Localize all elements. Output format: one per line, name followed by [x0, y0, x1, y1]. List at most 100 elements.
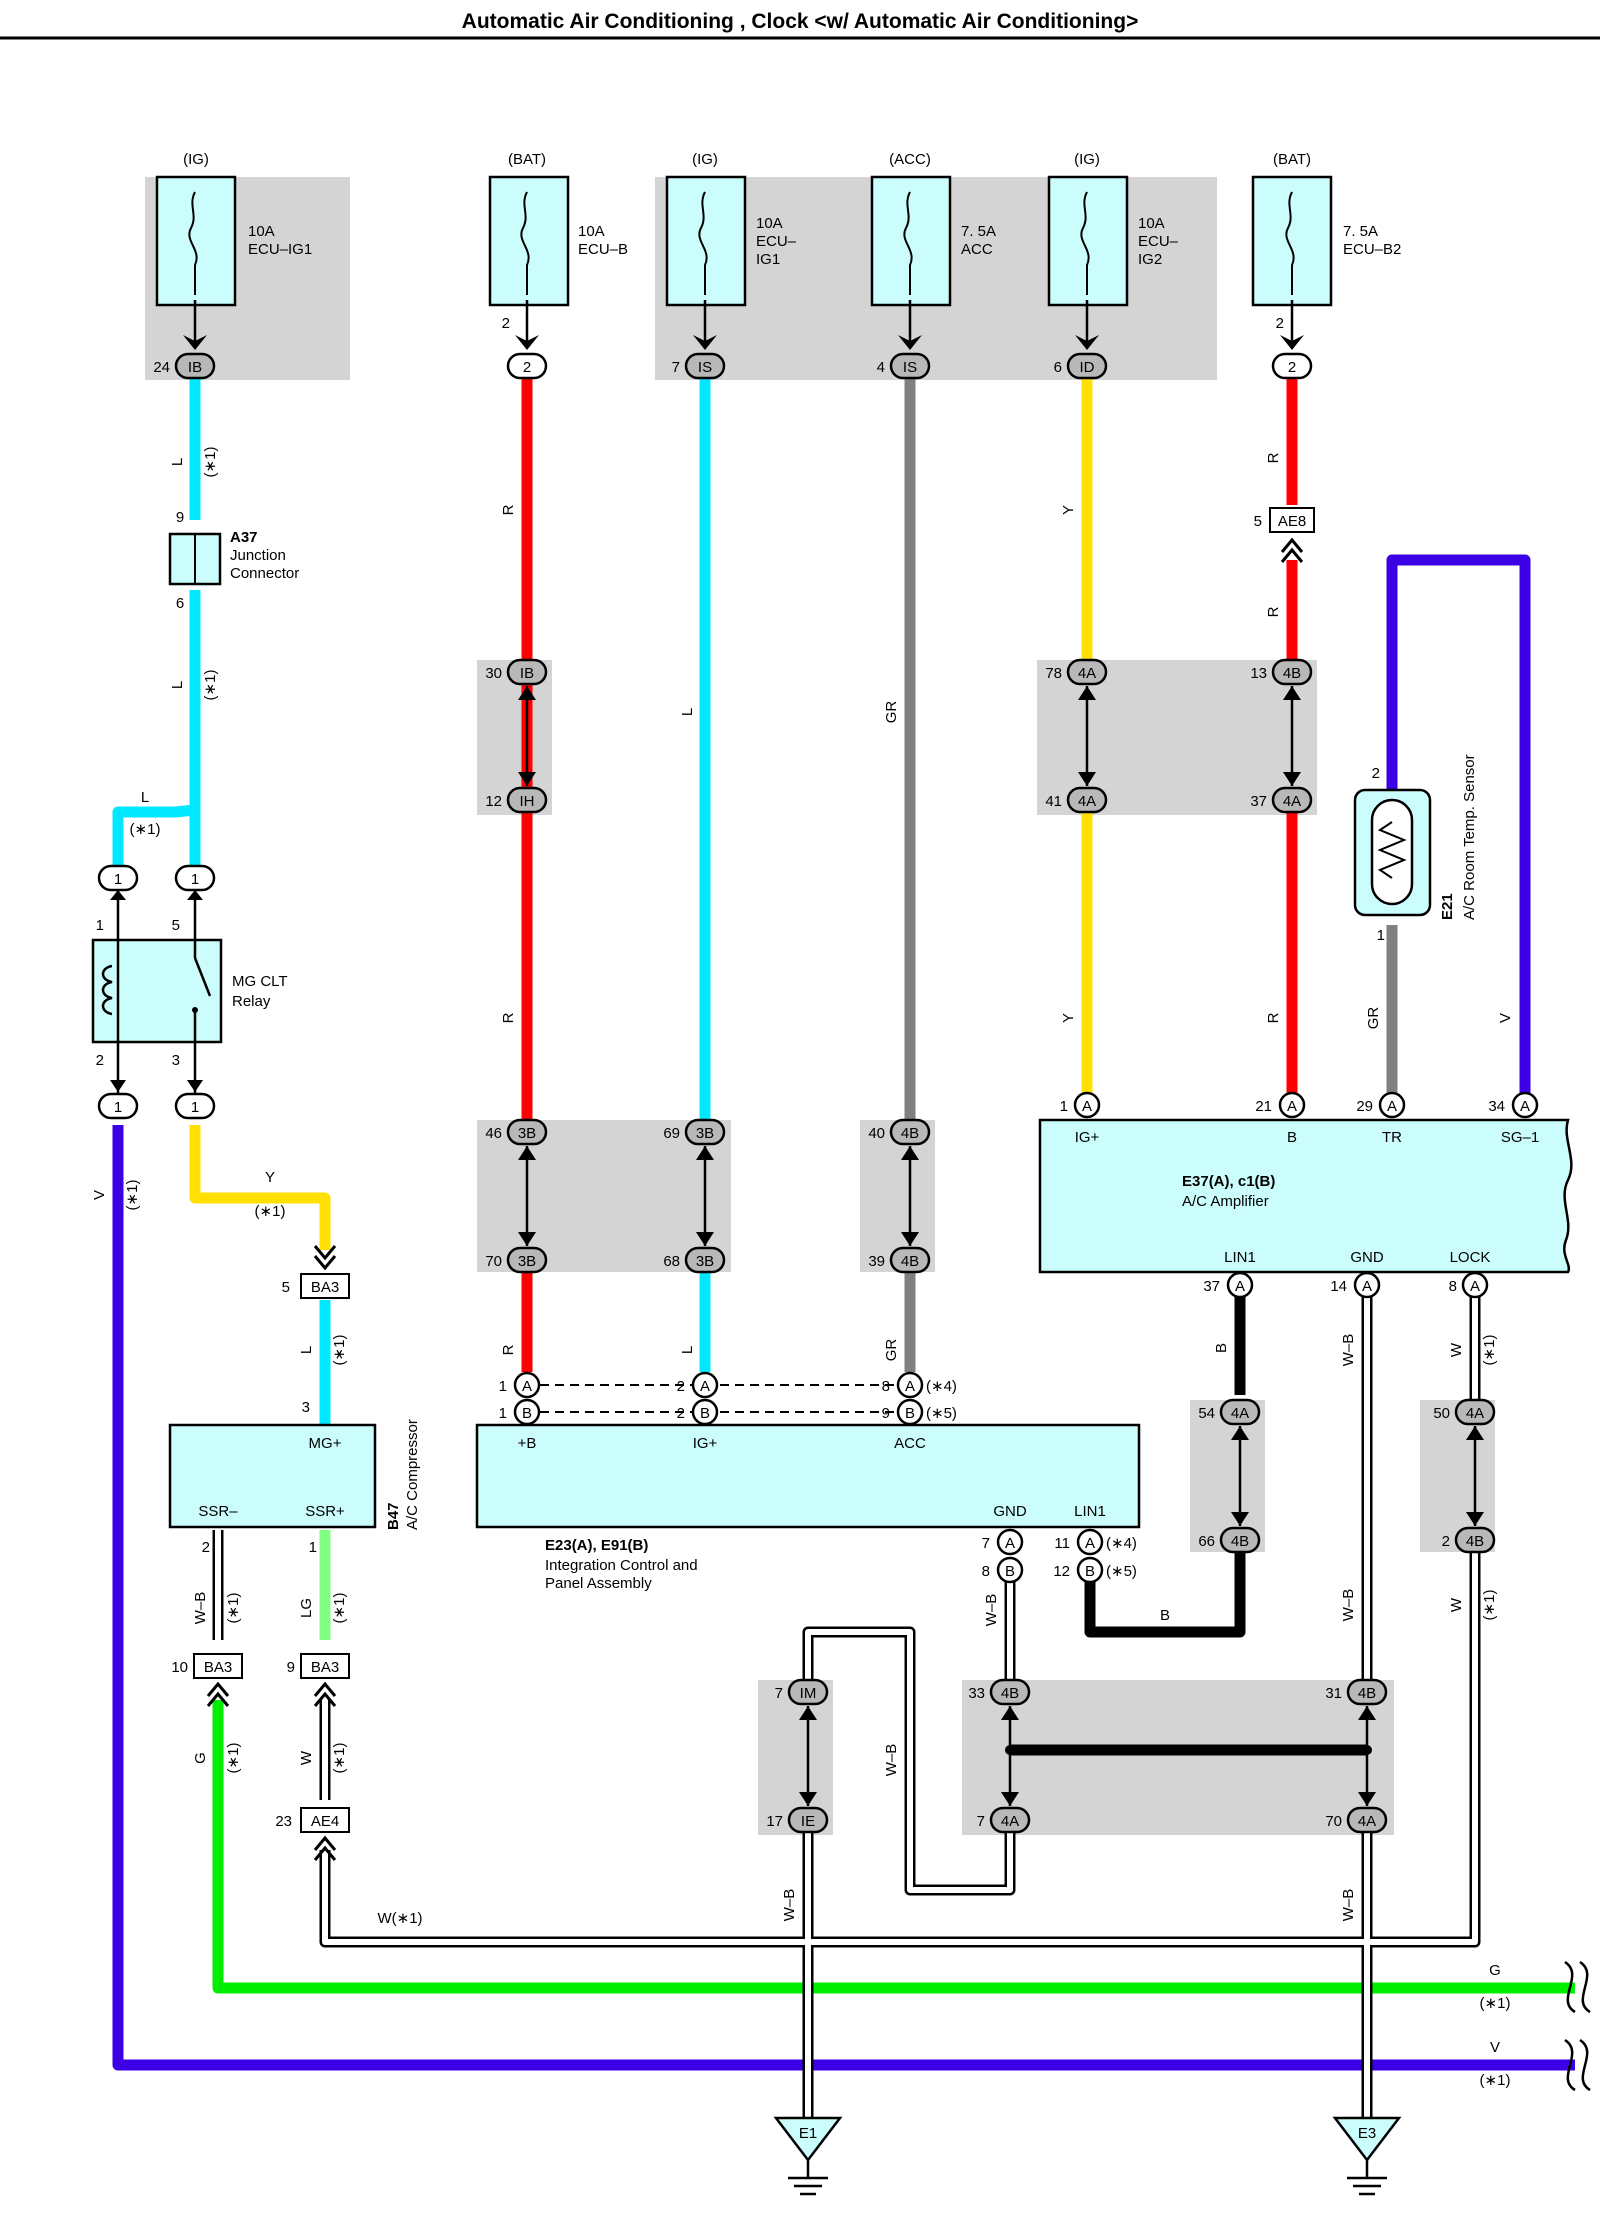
- svg-text:IH: IH: [520, 793, 535, 810]
- svg-text:A: A: [1520, 1098, 1530, 1115]
- svg-text:12: 12: [1053, 1563, 1070, 1580]
- junction-gnd-left: 4B 33 4A 7: [968, 1678, 1031, 1834]
- wl-g-1: G: [192, 1752, 209, 1764]
- wl-n1-12: (∗1): [1481, 1590, 1498, 1621]
- a37-junction-connector: 9 6 A37 Junction Connector: [168, 509, 299, 612]
- svg-text:(∗5): (∗5): [1106, 1563, 1137, 1580]
- junction-im-ie: IM 7 IE 17: [766, 1678, 829, 1834]
- junction-shade-3b: [477, 1120, 731, 1272]
- wl-n1-6: (∗1): [331, 1335, 348, 1366]
- wl-l-3: L: [169, 681, 186, 689]
- junction-shade-4b: [860, 1120, 935, 1272]
- svg-text:7: 7: [982, 1535, 990, 1552]
- svg-text:1: 1: [1377, 927, 1385, 944]
- svg-text:E3: E3: [1358, 2125, 1376, 2142]
- svg-text:17: 17: [766, 1813, 783, 1830]
- wl-r-1: R: [500, 504, 517, 515]
- svg-text:Connector: Connector: [230, 565, 299, 582]
- wl-g-2: G: [1489, 1962, 1501, 1979]
- fuse-name-6: ECU–B2: [1343, 241, 1401, 258]
- break-mark-g: [1564, 1960, 1576, 2014]
- svg-text:8: 8: [882, 1378, 890, 1395]
- svg-text:A: A: [1287, 1098, 1297, 1115]
- wl-wb-6: W–B: [781, 1889, 798, 1922]
- svg-text:1: 1: [96, 917, 104, 934]
- wl-wb-7: W–B: [1340, 1889, 1357, 1922]
- svg-text:1: 1: [499, 1378, 507, 1395]
- svg-text:4B: 4B: [1358, 1685, 1376, 1702]
- svg-text:2: 2: [1288, 359, 1296, 376]
- fuse-supply-1: (IG): [183, 151, 209, 168]
- svg-text:BA3: BA3: [311, 1279, 339, 1296]
- svg-text:IB: IB: [520, 665, 534, 682]
- wl-l-4: L: [141, 789, 149, 806]
- svg-text:39: 39: [868, 1253, 885, 1270]
- conn-ae8: AE8 5: [1254, 507, 1315, 563]
- svg-text:30: 30: [485, 665, 502, 682]
- svg-text:MG CLT: MG CLT: [232, 973, 288, 990]
- wl-wb-5: W–B: [883, 1744, 900, 1777]
- svg-text:A: A: [1470, 1278, 1480, 1295]
- junction-3b-ig: 3B 69 3B 68: [663, 1118, 726, 1274]
- wl-gr-1: GR: [883, 701, 900, 724]
- svg-text:2: 2: [523, 359, 531, 376]
- fuse-rating-2: 10A: [578, 223, 605, 240]
- pin-ecub-2: 2: [502, 315, 510, 332]
- fuse-rating-3: 10A: [756, 215, 783, 232]
- wl-gr-2: GR: [1365, 1007, 1382, 1030]
- fuse-ecu-ig1-b: [665, 175, 747, 307]
- svg-text:2: 2: [96, 1052, 104, 1069]
- svg-text:6: 6: [1054, 359, 1062, 376]
- svg-text:IM: IM: [800, 1685, 817, 1702]
- svg-text:4A: 4A: [1078, 665, 1096, 682]
- svg-text:66: 66: [1198, 1533, 1215, 1550]
- junction-ib-ih: IB 30 IH 12: [485, 658, 548, 814]
- svg-text:2: 2: [202, 1539, 210, 1556]
- svg-text:IS: IS: [698, 359, 712, 376]
- svg-text:B: B: [700, 1405, 710, 1422]
- fuse-supply-3: (IG): [692, 151, 718, 168]
- break-mark-v: [1564, 2038, 1576, 2092]
- svg-text:4A: 4A: [1231, 1405, 1249, 1422]
- wire-g-long: [212, 1700, 1575, 1994]
- svg-text:1: 1: [114, 871, 122, 888]
- svg-text:31: 31: [1325, 1685, 1342, 1702]
- svg-text:1: 1: [114, 1099, 122, 1116]
- fuse-supply-4: (ACC): [889, 151, 931, 168]
- svg-text:BA3: BA3: [204, 1659, 232, 1676]
- svg-text:4B: 4B: [901, 1253, 919, 1270]
- svg-text:4B: 4B: [901, 1125, 919, 1142]
- svg-text:A: A: [522, 1378, 532, 1395]
- fuse-ecu-ig1: [155, 175, 237, 307]
- wire-y-relay: [189, 1125, 331, 1250]
- wl-n1-14: (∗1): [1480, 2072, 1511, 2089]
- svg-text:29: 29: [1356, 1098, 1373, 1115]
- wl-l-2: L: [679, 708, 696, 716]
- svg-text:4B: 4B: [1231, 1533, 1249, 1550]
- dashed-links: [540, 1384, 898, 1413]
- svg-text:A: A: [1085, 1535, 1095, 1552]
- svg-text:9: 9: [882, 1405, 890, 1422]
- conn-ib-24: IB 24: [153, 352, 216, 380]
- wl-v-2: V: [1497, 1013, 1514, 1023]
- ground-e3: E3: [1332, 2116, 1402, 2196]
- conn-ae4: AE4 23: [275, 1807, 350, 1861]
- conn-2-ecub: 2: [506, 352, 548, 380]
- svg-text:GND: GND: [993, 1503, 1027, 1520]
- conn-ba3-10: BA3 10: [171, 1653, 243, 1707]
- svg-text:7: 7: [672, 359, 680, 376]
- svg-text:LIN1: LIN1: [1074, 1503, 1106, 1520]
- svg-text:A/C Amplifier: A/C Amplifier: [1182, 1193, 1269, 1210]
- svg-text:(∗5): (∗5): [926, 1405, 957, 1422]
- svg-text:Relay: Relay: [232, 993, 271, 1010]
- wl-n1-2: (∗1): [202, 670, 219, 701]
- svg-text:13: 13: [1250, 665, 1267, 682]
- wl-n1-13: (∗1): [1480, 1995, 1511, 2012]
- svg-text:70: 70: [1325, 1813, 1342, 1830]
- fuse-ecu-b2: [1251, 175, 1333, 307]
- mg-clt-relay: 1 1 1 5 2 3 1 1 MG CLT Relay: [91, 864, 288, 1120]
- conn-id-6: ID 6: [1054, 352, 1108, 380]
- svg-text:A: A: [1235, 1278, 1245, 1295]
- svg-text:4A: 4A: [1283, 793, 1301, 810]
- fuse-rating-5: 10A: [1138, 215, 1165, 232]
